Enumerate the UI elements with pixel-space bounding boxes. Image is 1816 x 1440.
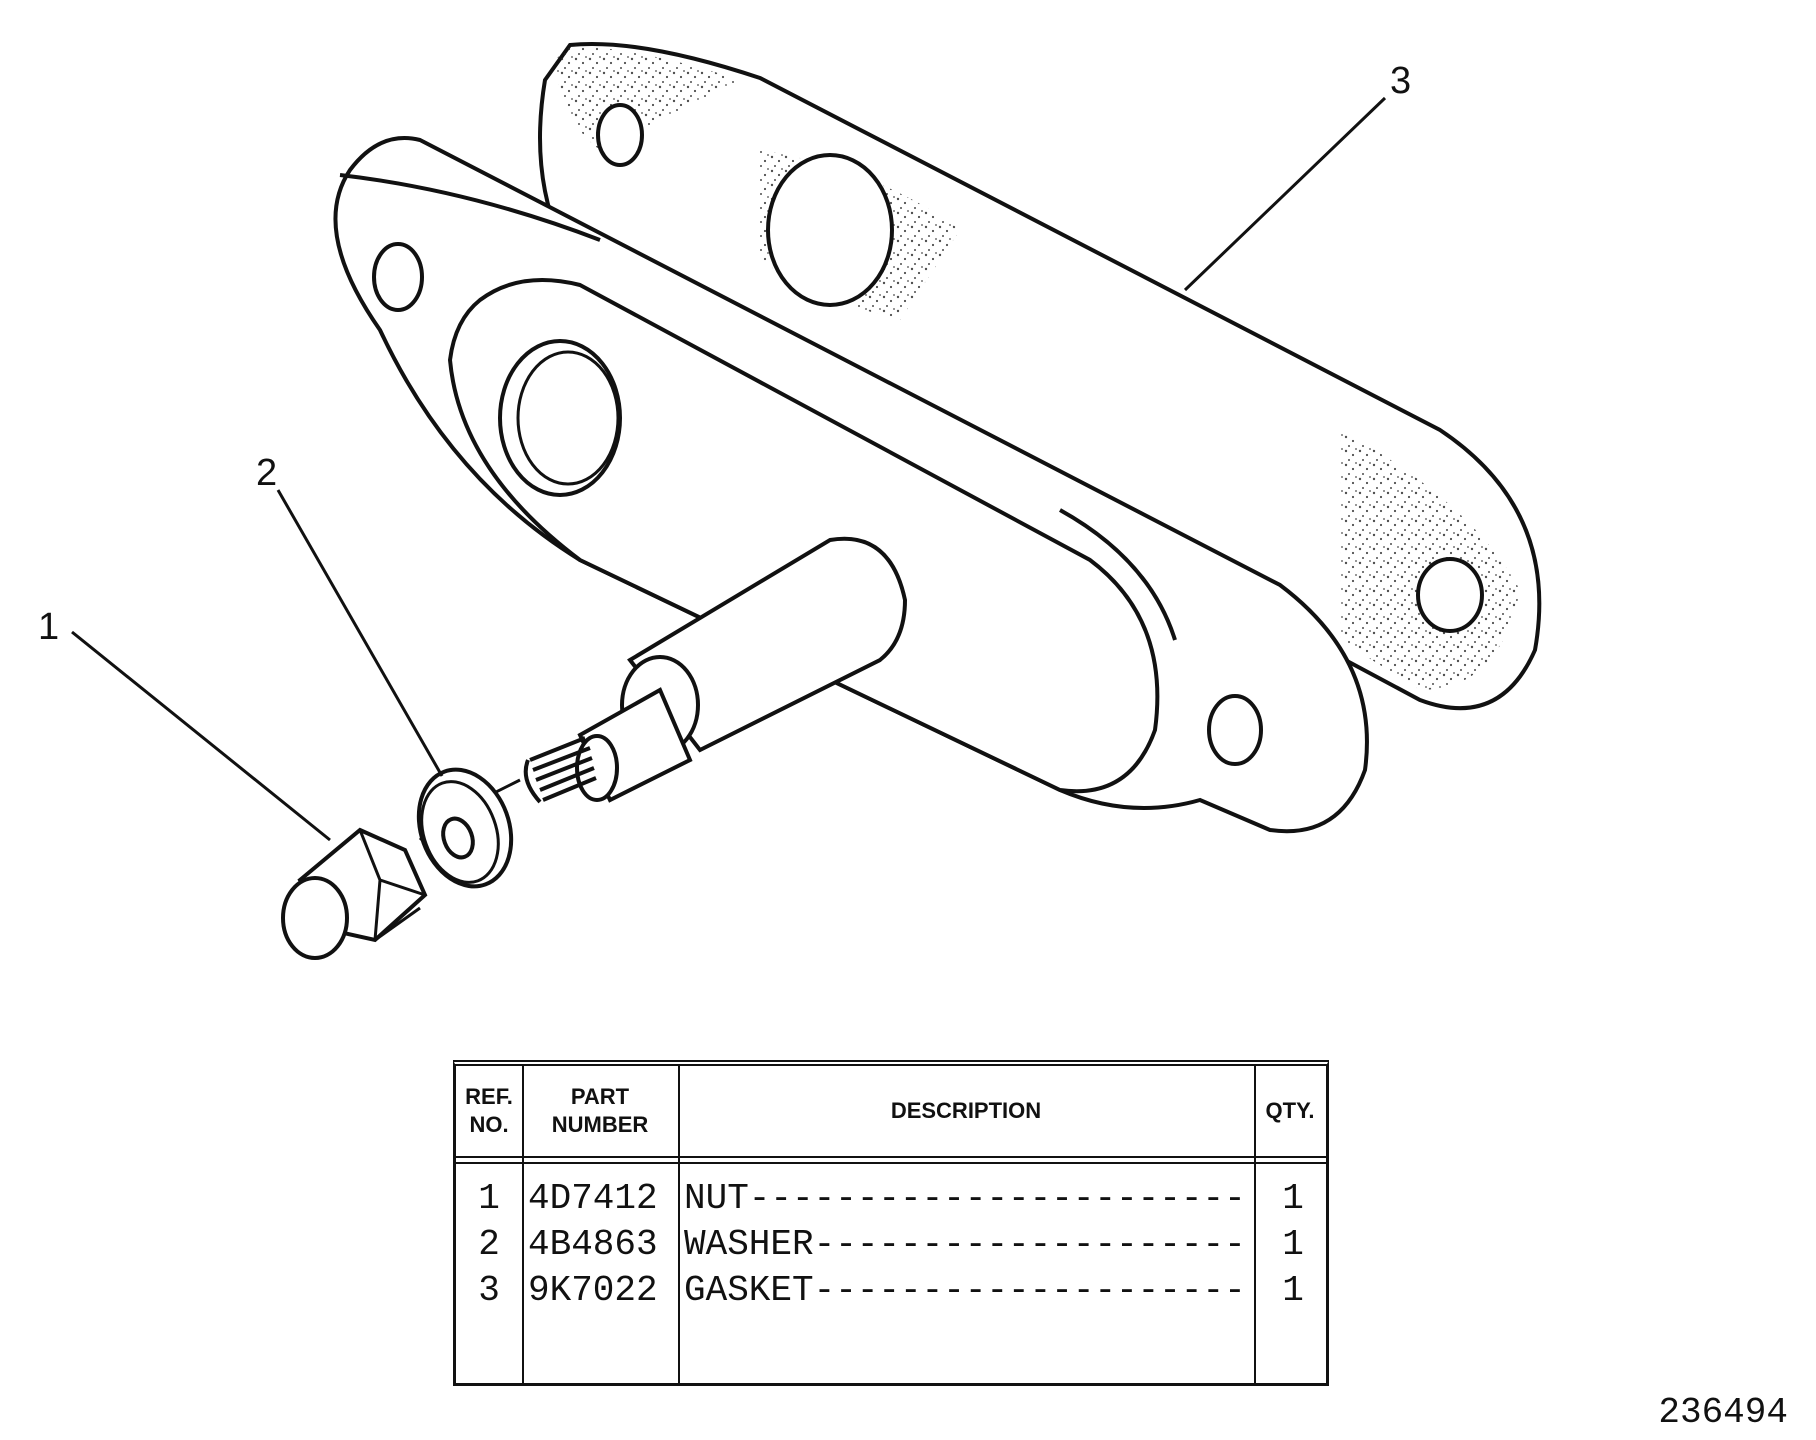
stud-thread-shape (523, 736, 597, 804)
callout-3: 3 (1390, 60, 1412, 102)
cell-ref: 1 (478, 1178, 500, 1219)
cell-part-number: 9K7022 (528, 1270, 658, 1311)
parts-table: REF. NO. PART NUMBER DESCRIPTION QTY. 1 … (453, 1060, 1329, 1386)
header-separator (456, 1156, 1326, 1164)
table-row: 1 4D7412 NUT----------------------------… (456, 1178, 1326, 1224)
header-ref-no: REF. NO. (465, 1084, 513, 1137)
cell-description: WASHER--------------------------- (684, 1224, 1244, 1265)
cell-qty: 1 (1282, 1224, 1304, 1265)
cell-description: NUT------------------------------- (684, 1178, 1244, 1219)
leader-lines (71, 96, 1387, 842)
washer-shape (416, 767, 514, 889)
leader-line-1 (71, 630, 331, 842)
table-row: 2 4B4863 WASHER-------------------------… (456, 1224, 1326, 1270)
callout-1: 1 (38, 606, 60, 648)
drawing-number: 236494 (1658, 1392, 1788, 1433)
gasket-shape (538, 41, 1542, 711)
table-row: 3 9K7022 GASKET-------------------------… (456, 1270, 1326, 1316)
nut-shape (281, 827, 428, 960)
cell-ref: 2 (478, 1224, 500, 1265)
leader-line-2 (276, 489, 444, 777)
column-divider (522, 1066, 524, 1383)
cell-ref: 3 (478, 1270, 500, 1311)
leader-line-3 (1183, 96, 1387, 292)
column-divider (1254, 1066, 1256, 1383)
cell-description: GASKET--------------------------- (684, 1270, 1244, 1311)
callout-2: 2 (256, 452, 278, 494)
stud-shaft-shape (418, 536, 908, 842)
cell-part-number: 4D7412 (528, 1178, 658, 1219)
header-description: DESCRIPTION (890, 1098, 1042, 1123)
cell-part-number: 4B4863 (528, 1224, 658, 1265)
cell-qty: 1 (1282, 1178, 1304, 1219)
flange-plate-shape (333, 136, 1369, 834)
header-qty: QTY. (1265, 1098, 1315, 1123)
cell-qty: 1 (1282, 1270, 1304, 1311)
column-divider (678, 1066, 680, 1383)
header-part-number: PART NUMBER (551, 1084, 649, 1137)
